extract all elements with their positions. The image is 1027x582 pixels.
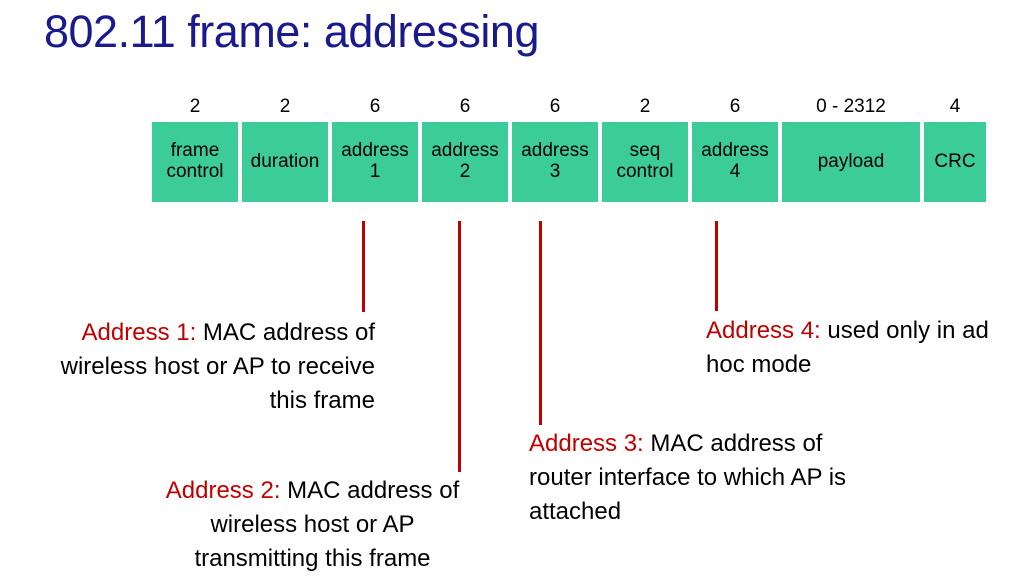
field-address-3-label-line1: address bbox=[521, 140, 589, 162]
field-frame-control-label-line2: control bbox=[166, 161, 224, 182]
field-address-4-label: address 4 bbox=[701, 141, 769, 182]
leader-line-address-3 bbox=[539, 221, 542, 425]
field-size-frame-control: 2 bbox=[189, 96, 201, 117]
field-address-2-label-line1: address bbox=[431, 140, 499, 162]
field-seq-control-label: seq control bbox=[616, 141, 673, 182]
field-address-1: address 1 bbox=[332, 122, 418, 202]
note-address-2-tag: Address 2: bbox=[165, 477, 281, 504]
field-seq-control: seq control bbox=[602, 122, 688, 202]
field-address-2: address 2 bbox=[422, 122, 508, 202]
note-address-2: Address 2: MAC address of wireless host … bbox=[150, 474, 475, 576]
field-duration-label: duration bbox=[250, 150, 320, 172]
note-address-1-text: MAC address of wireless host or AP to re… bbox=[60, 319, 375, 414]
field-address-1-label: address 1 bbox=[341, 141, 409, 182]
field-size-address-1: 6 bbox=[369, 96, 381, 117]
note-address-1-tag: Address 1: bbox=[81, 319, 197, 346]
field-duration: duration bbox=[242, 122, 328, 202]
field-size-crc: 4 bbox=[949, 96, 961, 117]
field-seq-control-label-line1: seq bbox=[629, 140, 661, 162]
leader-line-address-4 bbox=[715, 221, 718, 311]
field-size-address-3: 6 bbox=[549, 96, 561, 117]
field-address-4: address 4 bbox=[692, 122, 778, 202]
note-address-3-tag: Address 3: bbox=[529, 430, 644, 457]
frame-format-diagram: 2 2 6 6 6 2 6 0 - 2312 4 frame control d… bbox=[152, 96, 986, 208]
field-size-address-2: 6 bbox=[459, 96, 471, 117]
note-address-4-tag: Address 4: bbox=[706, 317, 821, 344]
field-seq-control-label-line2: control bbox=[616, 161, 674, 182]
field-size-seq-control: 2 bbox=[639, 96, 651, 117]
field-frame-control: frame control bbox=[152, 122, 238, 202]
field-frame-control-label-line1: frame bbox=[170, 140, 220, 162]
page-title: 802.11 frame: addressing bbox=[44, 6, 539, 57]
field-size-payload: 0 - 2312 bbox=[816, 96, 886, 117]
field-address-2-label-line2: 2 bbox=[459, 161, 471, 182]
field-size-address-4: 6 bbox=[729, 96, 741, 117]
field-address-3-label: address 3 bbox=[521, 141, 589, 182]
note-address-1: Address 1: MAC address of wireless host … bbox=[55, 316, 375, 418]
field-frame-control-label: frame control bbox=[166, 141, 223, 182]
note-address-2-text: MAC address of wireless host or AP trans… bbox=[194, 477, 460, 572]
field-address-3: address 3 bbox=[512, 122, 598, 202]
field-address-2-label: address 2 bbox=[431, 141, 499, 182]
field-crc: CRC bbox=[924, 122, 986, 202]
field-address-1-label-line2: 1 bbox=[369, 161, 381, 182]
field-crc-label: CRC bbox=[934, 150, 976, 172]
field-address-3-label-line2: 3 bbox=[549, 161, 561, 182]
field-address-4-label-line1: address bbox=[701, 140, 769, 162]
field-size-duration: 2 bbox=[279, 96, 291, 117]
field-address-4-label-line2: 4 bbox=[729, 161, 741, 182]
note-address-3-text: MAC address of router interface to which… bbox=[529, 430, 847, 525]
note-address-4: Address 4: used only in ad hoc mode bbox=[706, 314, 1011, 382]
note-address-3: Address 3: MAC address of router interfa… bbox=[529, 427, 884, 529]
leader-line-address-1 bbox=[362, 221, 365, 312]
field-payload-label: payload bbox=[817, 150, 885, 172]
note-address-4-text: used only in ad hoc mode bbox=[706, 317, 989, 378]
leader-line-address-2 bbox=[458, 221, 461, 472]
field-payload: payload bbox=[782, 122, 920, 202]
field-address-1-label-line1: address bbox=[341, 140, 409, 162]
